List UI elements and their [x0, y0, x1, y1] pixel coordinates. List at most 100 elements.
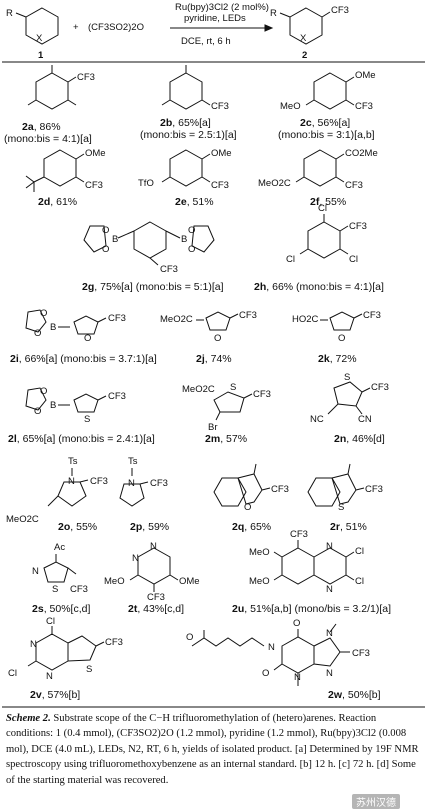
svg-text:O: O: [338, 333, 345, 344]
svg-text:CF3: CF3: [365, 484, 383, 495]
svg-text:MeO: MeO: [104, 576, 125, 587]
svg-text:O: O: [34, 406, 41, 417]
svg-text:OMe: OMe: [355, 70, 376, 81]
svg-text:HO2C: HO2C: [292, 314, 319, 325]
structure-2q: O CF3: [213, 463, 289, 513]
svg-text:S: S: [84, 414, 90, 425]
svg-text:CF3: CF3: [90, 476, 108, 487]
scheme-caption: Scheme 2. Substrate scope of the C−H tri…: [6, 711, 422, 788]
reactant-substituent: R: [6, 8, 13, 19]
label-2v: 2v, 57%[b]: [30, 689, 80, 701]
structure-2o: Ts N CF3 MeO2C: [6, 456, 108, 525]
structure-2w: O N N O O N N CF3: [186, 618, 370, 686]
svg-text:CF3: CF3: [345, 180, 363, 191]
reactant-heteroatom: X: [36, 33, 43, 44]
svg-text:CO2Me: CO2Me: [345, 148, 378, 159]
structure-2u: N N CF3 Cl Cl MeO MeO: [249, 529, 364, 595]
svg-text:CF3: CF3: [160, 264, 178, 275]
reaction-equation: R X 1 + (CF3SO2)2O Ru(bpy)3Cl2 (2 mol%) …: [6, 2, 349, 61]
label-2f: 2f, 55%: [310, 196, 346, 208]
svg-text:CF3: CF3: [239, 310, 257, 321]
scheme-figure: R X 1 + (CF3SO2)2O Ru(bpy)3Cl2 (2 mol%) …: [2, 2, 425, 708]
label-2h: 2h, 66% (mono:bis = 4:1)[a]: [254, 281, 384, 293]
caption-text: Substrate scope of the C−H trifluorometh…: [6, 713, 419, 786]
svg-text:CF3: CF3: [290, 529, 308, 540]
svg-text:TfO: TfO: [138, 178, 154, 189]
svg-text:O: O: [188, 225, 195, 236]
svg-text:N: N: [32, 566, 39, 577]
svg-text:O: O: [84, 333, 91, 344]
svg-text:CF3: CF3: [147, 592, 165, 603]
reagent-formula: (CF3SO2)2O: [88, 22, 144, 33]
svg-text:MeO: MeO: [249, 576, 270, 587]
plus-sign: +: [73, 22, 79, 33]
svg-text:OMe: OMe: [179, 576, 200, 587]
svg-text:N: N: [30, 639, 37, 650]
label-2i: 2i, 66%[a] (mono:bis = 3.7:1)[a]: [10, 353, 157, 365]
structure-2v: Cl N N Cl S CF3: [8, 616, 123, 682]
svg-text:N: N: [326, 584, 333, 595]
label-2t: 2t, 43%[c,d]: [128, 603, 184, 615]
label-2r: 2r, 51%: [330, 521, 367, 533]
svg-text:O: O: [186, 632, 193, 643]
svg-text:B: B: [50, 400, 56, 411]
label-2u: 2u, 51%[a,b] (mono/bis = 3.2/1)[a]: [232, 603, 391, 615]
svg-text:N: N: [46, 671, 53, 682]
condition-solvent: DCE, rt, 6 h: [181, 36, 231, 47]
svg-text:B: B: [50, 322, 56, 333]
structure-2n: S CF3 NC CN: [310, 372, 389, 425]
label-2g: 2g, 75%[a] (mono:bis = 5:1)[a]: [82, 281, 224, 293]
svg-text:O: O: [40, 308, 47, 319]
svg-text:Ts: Ts: [128, 456, 138, 467]
svg-text:Cl: Cl: [8, 668, 17, 679]
structure-2s: Ac N S CF3: [32, 542, 88, 595]
svg-text:N: N: [326, 668, 333, 679]
structure-2t: N N MeO OMe CF3: [104, 541, 200, 603]
svg-text:OMe: OMe: [211, 148, 232, 159]
label-2b: 2b, 65%[a]: [160, 117, 211, 129]
svg-text:NC: NC: [310, 414, 324, 425]
svg-text:MeO2C: MeO2C: [182, 384, 215, 395]
svg-text:CF3: CF3: [271, 484, 289, 495]
svg-text:O: O: [244, 502, 251, 513]
svg-text:O: O: [262, 668, 269, 679]
svg-text:N: N: [268, 642, 275, 653]
product-heteroatom: X: [300, 33, 307, 44]
label-2l: 2l, 65%[a] (mono:bis = 2.4:1)[a]: [8, 433, 155, 445]
svg-text:MeO2C: MeO2C: [6, 514, 39, 525]
product-number: 2: [302, 50, 307, 61]
label-2o: 2o, 55%: [58, 521, 97, 533]
svg-text:O: O: [102, 225, 109, 236]
svg-text:B: B: [112, 234, 118, 245]
label-2c: 2c, 56%[a]: [300, 117, 350, 129]
condition-additive: pyridine, LEDs: [184, 13, 246, 24]
caption-heading: Scheme 2.: [6, 713, 51, 724]
structure-2r: S CF3: [307, 463, 383, 513]
svg-text:O: O: [102, 244, 109, 255]
svg-text:Br: Br: [208, 422, 218, 433]
svg-text:B: B: [181, 234, 187, 245]
note-2b: (mono:bis = 2.5:1)[a]: [140, 129, 237, 141]
structure-2g: B OO B OO CF3: [83, 221, 215, 275]
svg-text:CF3: CF3: [211, 180, 229, 191]
structure-2e: OMe CF3 TfO: [138, 148, 232, 191]
svg-text:CF3: CF3: [70, 584, 88, 595]
svg-text:CF3: CF3: [253, 389, 271, 400]
label-2p: 2p, 59%: [130, 521, 169, 533]
label-2n: 2n, 46%[d]: [334, 433, 385, 445]
structure-2k: HO2C O CF3: [292, 310, 381, 344]
label-2k: 2k, 72%: [318, 353, 357, 365]
svg-text:CF3: CF3: [77, 72, 95, 83]
svg-text:N: N: [132, 553, 139, 564]
product-substituent: R: [270, 8, 277, 19]
svg-text:MeO: MeO: [280, 101, 301, 112]
structure-2h: Cl CF3 Cl Cl: [286, 203, 367, 265]
svg-text:Ts: Ts: [68, 456, 78, 467]
label-2s: 2s, 50%[c,d]: [32, 603, 90, 615]
svg-text:CF3: CF3: [108, 391, 126, 402]
svg-text:Cl: Cl: [355, 546, 364, 557]
structure-2d: OMe CF3: [25, 148, 106, 192]
svg-text:Cl: Cl: [46, 616, 55, 627]
svg-text:CF3: CF3: [349, 221, 367, 232]
svg-text:O: O: [40, 386, 47, 397]
